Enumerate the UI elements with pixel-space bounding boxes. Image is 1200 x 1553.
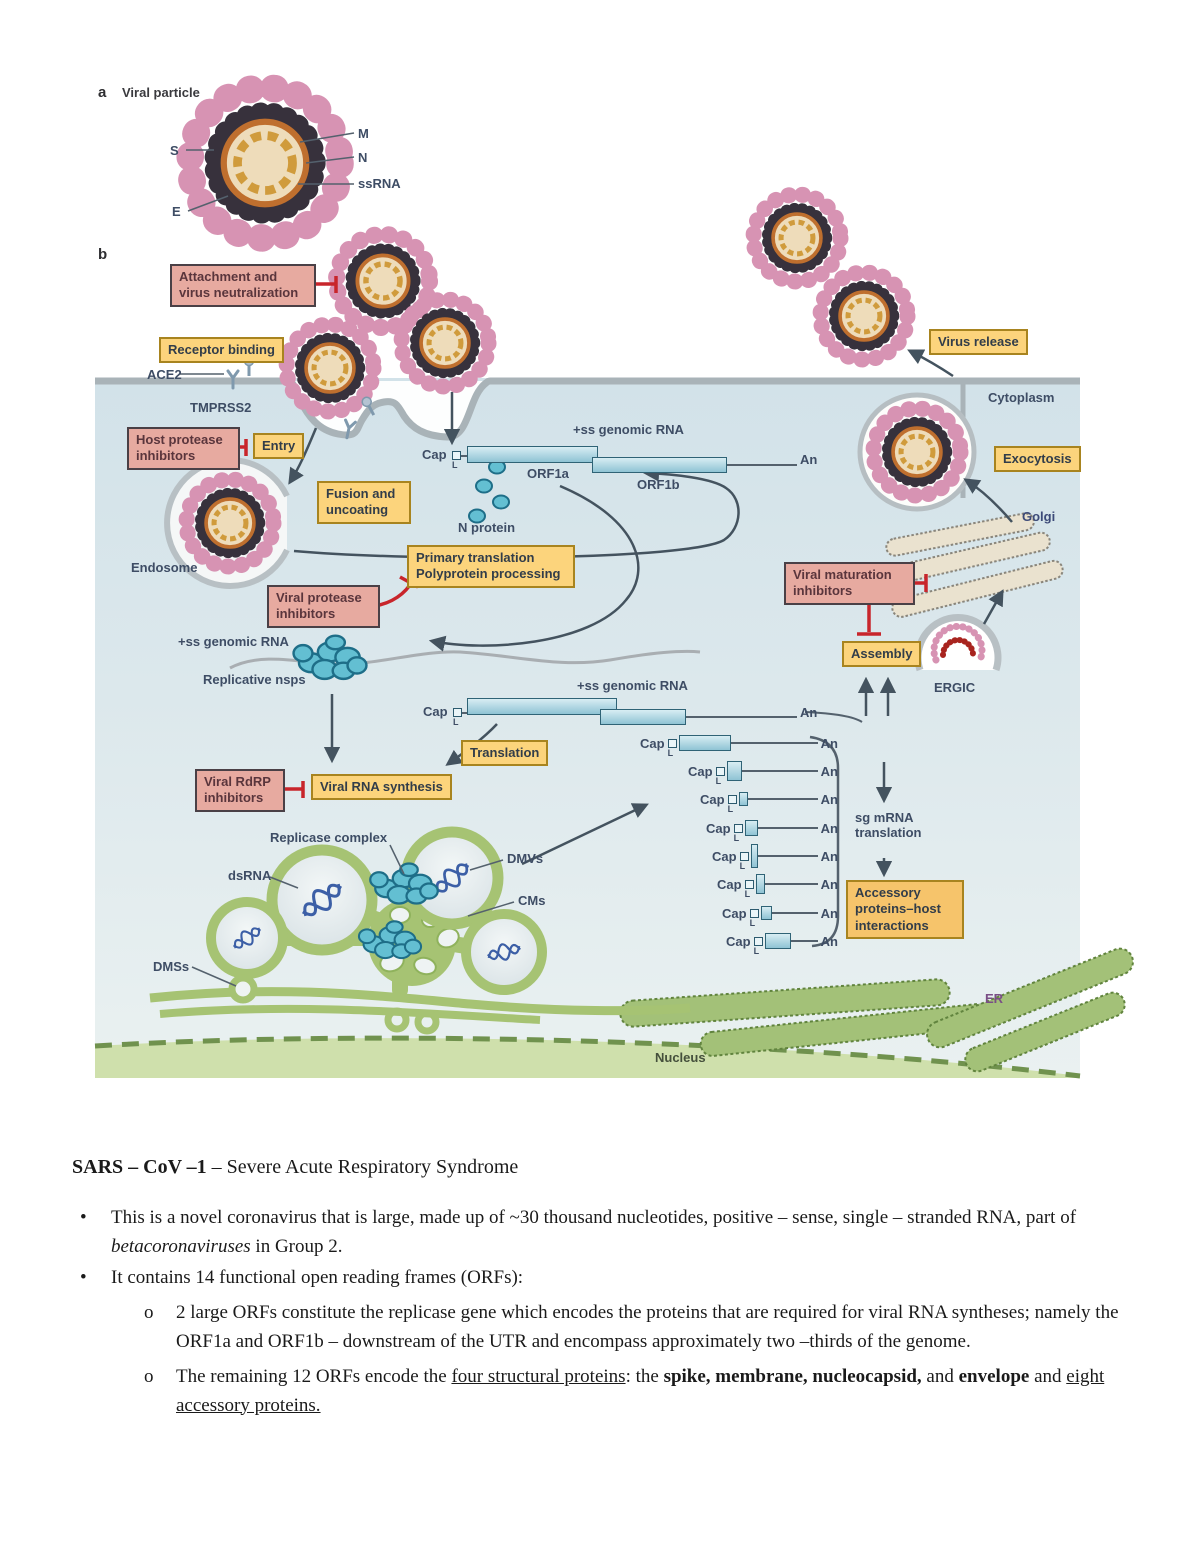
dmvs-label: DMVs <box>507 851 544 866</box>
sub-bullet-1-text: 2 large ORFs constitute the replicase ge… <box>176 1302 1119 1352</box>
virion-in-endosome <box>187 480 274 567</box>
bullet-2-text: It contains 14 functional open reading f… <box>111 1267 524 1289</box>
receptor-binding-box: Receptor binding <box>159 337 284 364</box>
replicase-complex-label: Replicase complex <box>270 830 388 845</box>
dmv-vesicles <box>206 826 547 995</box>
cap-square: L <box>452 451 461 470</box>
tmprss2-label: TMPRSS2 <box>190 400 252 415</box>
replicative-nsps-label: Replicative nsps <box>203 672 306 687</box>
rna-synthesis-box: Viral RNA synthesis <box>311 774 452 801</box>
notes-section: SARS – CoV –1 – Severe Acute Respiratory… <box>72 1152 1134 1421</box>
envelope-label: E <box>172 204 181 219</box>
notes-heading: SARS – CoV –1 – Severe Acute Respiratory… <box>72 1152 1134 1182</box>
panel-a-tag: a <box>98 84 107 101</box>
rdrp-inhibitor-box: Viral RdRP inhibitors <box>195 769 285 812</box>
cytoplasm-label: Cytoplasm <box>988 390 1055 405</box>
dmss-label: DMSs <box>153 959 190 974</box>
nucleocapsid-label: N <box>358 150 368 165</box>
orf1a-bar <box>467 446 598 463</box>
label-pointer-lines <box>180 132 515 987</box>
ssrna-label: ssRNA <box>358 176 401 191</box>
bullet-1: • This is a novel coronavirus that is la… <box>72 1204 1134 1262</box>
nucleus-label: Nucleus <box>655 1050 706 1065</box>
heading-bold: SARS – CoV –1 <box>72 1156 207 1178</box>
er-shape <box>619 947 1134 1073</box>
orf1b-label: ORF1b <box>637 477 680 492</box>
membrane-protein-label: M <box>358 126 369 141</box>
spike-label: S <box>170 143 179 158</box>
n-protein-label: N protein <box>458 520 516 535</box>
cap-square: L <box>453 708 462 727</box>
orf1a-label: ORF1a <box>527 466 569 481</box>
host-protease-inhibitor-box: Host protease inhibitors <box>127 427 240 470</box>
genomic-an-connector <box>804 711 863 723</box>
primary-translation-box: Primary translation Polyprotein processi… <box>407 545 575 588</box>
golgi-label: Golgi <box>1022 509 1056 524</box>
bullet-marker: • <box>80 1207 87 1229</box>
panel-a-title: Viral particle <box>122 85 200 100</box>
n-protein-ovals <box>468 459 510 524</box>
replicase-network <box>149 826 691 1035</box>
bullet-1-text: This is a novel coronavirus that is larg… <box>111 1207 1077 1258</box>
cms-label: CMs <box>518 893 546 908</box>
endosome-label: Endosome <box>131 560 198 575</box>
nucleus-shape <box>94 1035 1081 1079</box>
dsrna-label: dsRNA <box>228 868 272 883</box>
virion-binding <box>287 325 374 412</box>
orf1b-bar <box>592 457 727 473</box>
attachment-inhibitor-box: Attachment and virus neutralization <box>170 264 316 307</box>
genomic-rna-label-bottom: +ss genomic RNA <box>577 678 688 693</box>
translation-box: Translation <box>461 740 549 767</box>
genomic-rna-label-top: +ss genomic RNA <box>573 422 684 437</box>
exocytosis-box: Exocytosis <box>994 446 1081 473</box>
ace2-receptor-icon <box>226 369 357 440</box>
bullet-2: • It contains 14 functional open reading… <box>72 1264 1134 1293</box>
fusion-uncoating-box: Fusion and uncoating <box>317 481 411 524</box>
orf1b-bar <box>600 709 686 725</box>
virion-released-1 <box>754 195 841 282</box>
sub-bullet-2-text: The remaining 12 ORFs encode the four st… <box>176 1365 1105 1416</box>
assembly-box: Assembly <box>842 641 922 668</box>
sg-mrna-translation-label: sg mRNA translation <box>855 810 922 840</box>
bullet-marker: • <box>80 1267 87 1289</box>
orf1a-bar <box>467 698 617 715</box>
cap-label: Cap <box>422 447 447 462</box>
heading-rest: – Severe Acute Respiratory Syndrome <box>206 1156 519 1178</box>
virus-lifecycle-figure: a Viral particle b S E M N ssRNA Attachm… <box>94 0 1134 1079</box>
virion-panel-a <box>190 88 340 238</box>
viral-protease-inhibitor-box: Viral protease inhibitors <box>267 585 380 628</box>
panel-b-tag: b <box>98 246 108 263</box>
virion-entering <box>402 300 489 387</box>
ace2-label: ACE2 <box>147 367 182 382</box>
an-label: An <box>800 705 818 720</box>
ergic-label: ERGIC <box>934 680 976 695</box>
genomic-rna-label-mid: +ss genomic RNA <box>178 634 289 649</box>
sub-bullet-marker: o <box>144 1302 154 1324</box>
er-label: ER <box>985 991 1004 1006</box>
sub-bullet-2: o The remaining 12 ORFs encode the four … <box>144 1363 1134 1421</box>
virion-in-vesicle <box>874 409 961 496</box>
entry-box: Entry <box>253 433 305 460</box>
cap-label: Cap <box>423 704 448 719</box>
maturation-inhibitor-box: Viral maturation inhibitors <box>784 562 915 605</box>
sub-bullet-marker: o <box>144 1365 154 1387</box>
sg-mrna-bracket <box>809 735 840 948</box>
an-label: An <box>800 452 818 467</box>
sub-bullet-1: o 2 large ORFs constitute the replicase … <box>144 1299 1134 1357</box>
figure-drawing <box>94 0 1134 1079</box>
virus-release-box: Virus release <box>929 329 1028 356</box>
ergic-shape <box>914 614 1002 672</box>
replicative-nsps-shape <box>229 634 701 681</box>
accessory-proteins-box: Accessory proteins–host interactions <box>846 880 964 939</box>
virion-released-2 <box>821 273 908 360</box>
